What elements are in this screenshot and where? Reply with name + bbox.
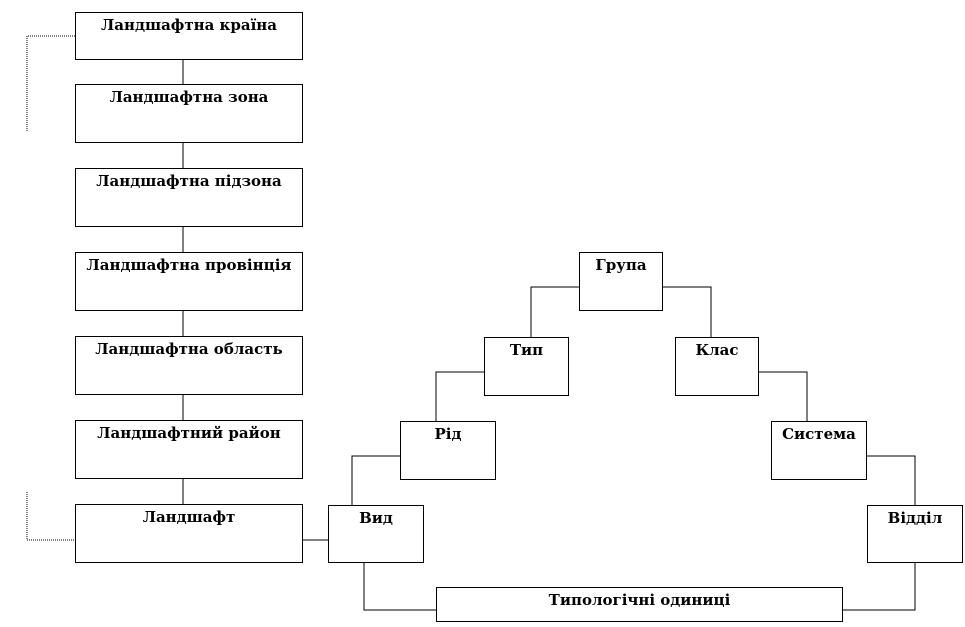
- box-landscape-subzone: Ландшафтна підзона: [75, 168, 303, 227]
- box-typological-units: Типологічні одиниці: [436, 587, 843, 622]
- bracket-line-top: [26, 35, 75, 132]
- box-landscape: Ландшафт: [75, 504, 303, 563]
- box-genus: Рід: [400, 421, 496, 480]
- connector-line: [843, 563, 916, 611]
- box-species: Вид: [328, 505, 424, 563]
- box-landscape-province: Ландшафтна провінція: [75, 252, 303, 311]
- box-type: Тип: [484, 337, 569, 396]
- connector-line: [351, 455, 400, 505]
- bracket-line-bottom: [26, 492, 75, 541]
- box-system: Система: [771, 421, 867, 480]
- connector-line: [759, 371, 808, 421]
- connector-line: [363, 563, 436, 611]
- connector-line: [663, 286, 712, 337]
- box-landscape-district: Ландшафтний район: [75, 420, 303, 479]
- box-landscape-region: Ландшафтна область: [75, 336, 303, 395]
- box-group: Група: [579, 252, 663, 311]
- box-landscape-country: Ландшафтна країна: [75, 12, 303, 60]
- connector-line: [867, 455, 916, 505]
- box-landscape-zone: Ландшафтна зона: [75, 84, 303, 143]
- box-division: Відділ: [867, 505, 963, 563]
- connector-line: [530, 286, 579, 337]
- connector-line: [435, 371, 484, 421]
- box-class: Клас: [675, 337, 759, 396]
